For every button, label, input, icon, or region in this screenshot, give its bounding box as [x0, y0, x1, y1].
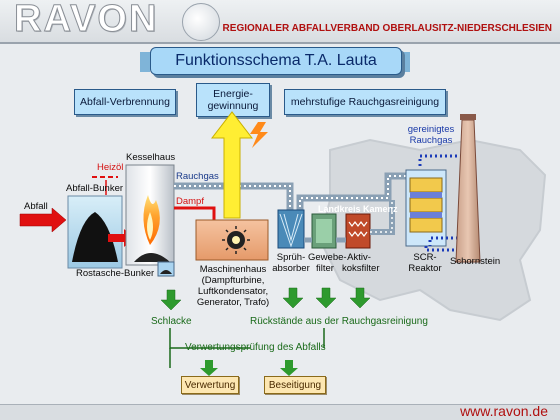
spruehabsorber: [277, 209, 305, 249]
label-kesselhaus: Kesselhaus: [126, 152, 176, 163]
label-gewebefilter: Gewebe-filter: [308, 252, 347, 274]
label-aktivkoksfilter: Aktiv-koksfilter: [342, 252, 380, 274]
category-abfall-verbrennung: Abfall-Verbrennung: [74, 89, 176, 115]
label-rueckstaende: Rückstände aus der Rauchgasreinigung: [250, 316, 428, 327]
category-rauchgasreinigung: mehrstufige Rauchgasreinigung: [284, 89, 446, 115]
label-landkreis: Landkreis Kamenz: [318, 204, 398, 214]
label-heizoel: Heizöl: [97, 162, 124, 173]
label-abfall-bunker: Abfall-Bunker: [66, 183, 124, 194]
aktivkoksfilter: [345, 213, 371, 249]
waste-pile: [72, 212, 118, 262]
header-bar: [0, 0, 560, 44]
footer-url-link[interactable]: www.ravon.de: [460, 403, 548, 419]
residue-arrows: [160, 287, 371, 311]
footer-bar: [0, 404, 560, 420]
ravon-logo: RAVON: [13, 0, 159, 41]
header-subtitle: REGIONALER ABFALLVERBAND OBERLAUSITZ-NIE…: [222, 23, 552, 34]
label-spruehabsorber: Sprüh-absorber: [272, 252, 310, 274]
lightning-icon: [250, 122, 268, 148]
label-rostasche-bunker: Rostasche-Bunker: [76, 268, 155, 279]
label-gereinigtes-rauchgas: gereinigtes Rauchgas: [407, 124, 455, 146]
energy-arrow-icon: [210, 111, 254, 219]
label-verwertungspruefung: Verwertungsprüfung des Abfalls: [185, 342, 326, 353]
label-rauchgas: Rauchgas: [176, 171, 219, 182]
label-schornstein: Schornstein: [450, 256, 501, 267]
label-schlacke: Schlacke: [151, 316, 192, 327]
dampf-line: [174, 206, 216, 222]
label-scr-reaktor: SCR-Reaktor: [408, 252, 442, 274]
label-dampf: Dampf: [176, 196, 204, 207]
emblem-icon: [182, 3, 220, 41]
diagram-title: Funktionsschema T.A. Lauta: [150, 47, 402, 75]
label-abfall: Abfall: [24, 201, 48, 212]
schornstein: [455, 119, 481, 263]
output-verwertung: Verwertung: [181, 376, 239, 394]
label-maschinenhaus: Maschinenhaus (Dampfturbine, Luftkondens…: [196, 264, 270, 308]
output-beseitigung: Beseitigung: [264, 376, 326, 394]
abfall-arrow-icon: [19, 207, 67, 233]
